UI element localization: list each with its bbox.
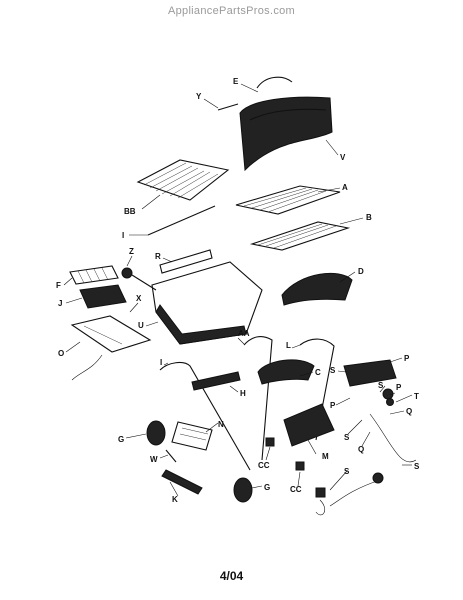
cart-leg-front [159, 361, 251, 471]
label-q-2: Q [358, 445, 364, 454]
cart-leg-right [299, 338, 335, 441]
label-g-2: G [264, 483, 270, 492]
label-c: C [315, 368, 321, 377]
label-p-1: P [404, 354, 410, 363]
label-s-4: S [414, 462, 420, 471]
regulator-hose [329, 413, 417, 507]
label-f: F [56, 281, 61, 290]
cooking-grate-lower [249, 221, 351, 251]
crossbar [191, 371, 241, 391]
bracket [159, 249, 213, 274]
label-k: K [172, 495, 178, 504]
valve [382, 388, 394, 400]
control-knob [121, 267, 133, 279]
label-y: Y [196, 92, 202, 101]
label-p-3: P [330, 401, 336, 410]
axle-bolt [165, 449, 177, 463]
small-grate [69, 265, 119, 285]
long-rod [147, 205, 216, 236]
label-h: H [240, 389, 246, 398]
date-code: 4/04 [219, 569, 244, 583]
label-l: L [286, 341, 291, 350]
label-r: R [155, 252, 161, 261]
callout-labels: E Y V A BB B I Z R D F J X U AA O L P S … [56, 77, 420, 504]
leg-cap-2 [295, 461, 305, 471]
wheel-left [146, 420, 166, 446]
label-s-1: S [330, 366, 336, 375]
shelf-cover [281, 272, 353, 306]
label-w: W [150, 455, 158, 464]
bottom-shelf [283, 403, 335, 447]
hose-fitting [315, 487, 326, 498]
hose-end [315, 499, 326, 516]
label-i-2: I [160, 358, 162, 367]
label-x: X [136, 294, 142, 303]
handle-rod [217, 103, 239, 111]
wheel-right [233, 477, 253, 503]
label-u: U [138, 321, 144, 330]
igniter-wire-left [71, 354, 103, 381]
label-bb: BB [124, 207, 136, 216]
label-m: M [322, 452, 329, 461]
label-e: E [233, 77, 239, 86]
axle [161, 469, 203, 495]
label-g-1: G [118, 435, 124, 444]
label-s-5: S [344, 467, 350, 476]
label-q-1: Q [406, 407, 412, 416]
cart-leg-rear [243, 336, 273, 461]
label-p-2: P [396, 383, 402, 392]
label-z: Z [129, 247, 134, 256]
label-b: B [366, 213, 372, 222]
leader-lines [63, 83, 413, 497]
base-tray [70, 315, 152, 353]
label-i-1: I [122, 231, 124, 240]
label-n: N [218, 420, 224, 429]
label-v: V [340, 153, 346, 162]
label-t: T [414, 392, 419, 401]
regulator [372, 472, 384, 484]
label-cc-1: CC [258, 461, 270, 470]
lid-hood [239, 96, 333, 172]
watermark-text: AppliancePartsPros.com [167, 5, 296, 17]
tray [79, 284, 127, 309]
label-o: O [58, 349, 64, 358]
lid-handle [256, 76, 293, 89]
label-cc-2: CC [290, 485, 302, 494]
side-panel [257, 359, 315, 385]
control-panel [343, 359, 397, 387]
warming-grid [136, 159, 230, 201]
label-aa: AA [238, 329, 250, 338]
label-d: D [358, 267, 364, 276]
label-j: J [58, 299, 62, 308]
label-s-2: S [378, 381, 384, 390]
leg-cap-1 [265, 437, 275, 447]
label-a: A [342, 183, 348, 192]
label-s-3: S [344, 433, 350, 442]
cooking-grate-upper [235, 185, 341, 215]
grate-panel [171, 421, 213, 451]
firebox [151, 261, 263, 345]
knob-t [386, 398, 394, 406]
